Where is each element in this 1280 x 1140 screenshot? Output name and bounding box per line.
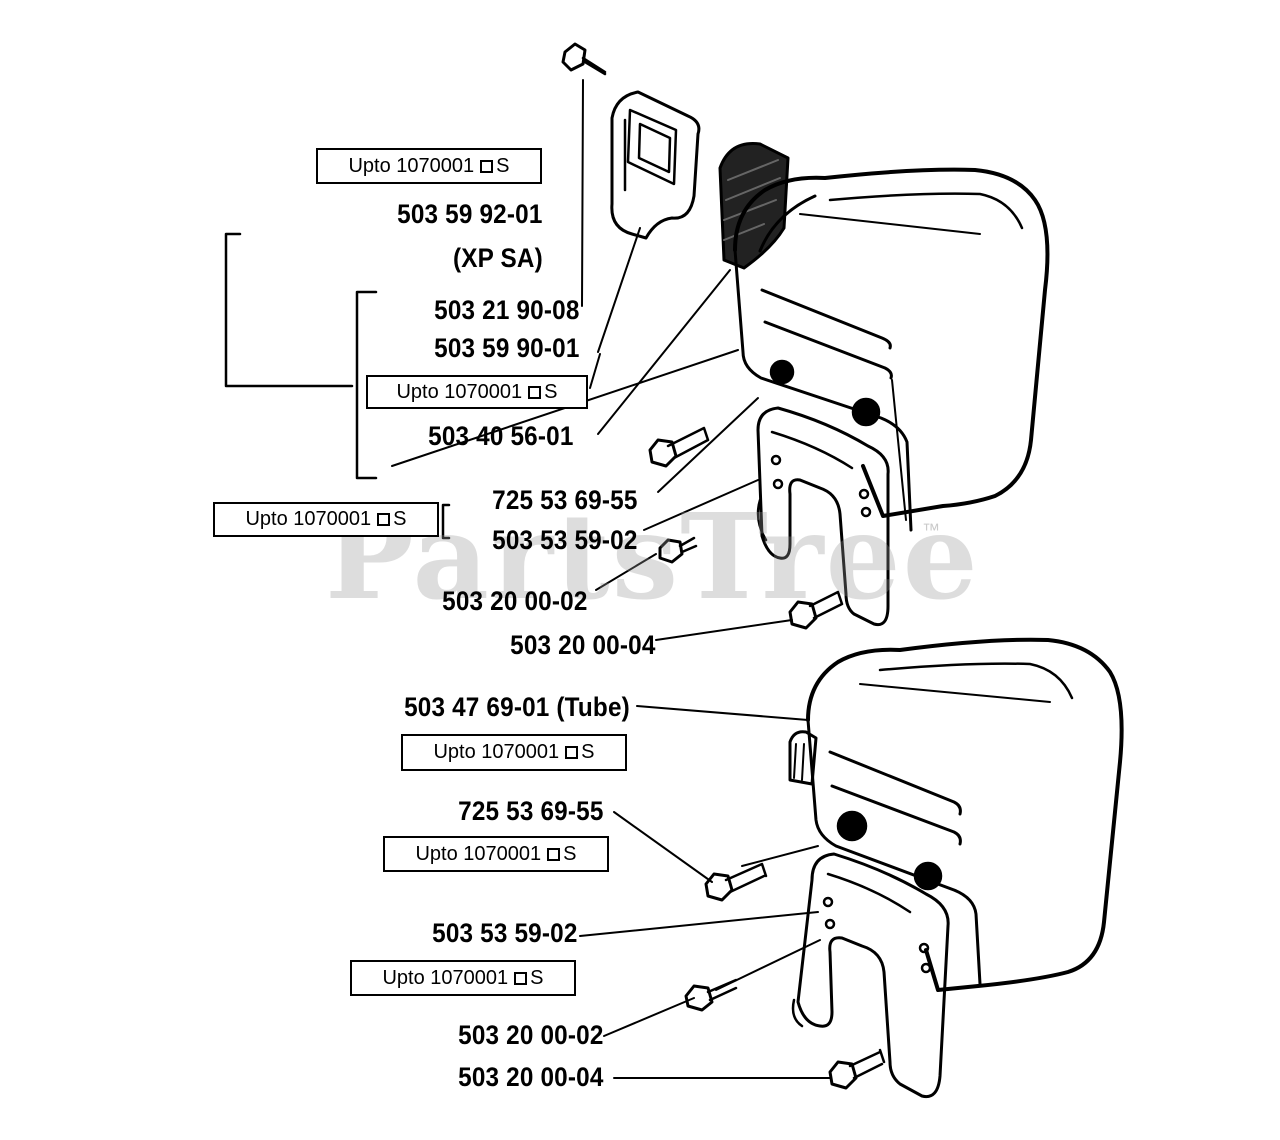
bracket-lower-icon — [791, 852, 950, 1099]
checkbox-square-icon — [565, 746, 579, 759]
muffler-upper-icon — [733, 167, 1050, 532]
muffler-lower-icon — [788, 637, 1124, 992]
trademark-symbol: ™ — [922, 520, 940, 540]
part-503-40-56-01: 503 40 56-01 — [428, 421, 574, 451]
part-725-53-69-55-upper: 725 53 69-55 — [492, 485, 638, 515]
checkbox-square-icon — [547, 847, 561, 861]
bolt-725-lower-icon — [704, 862, 768, 902]
gasket-plate-icon — [610, 90, 701, 240]
part-503-20-00-04-lower: 503 20 00-04 — [458, 1062, 604, 1092]
bolt-503-20-00-04-lower-icon — [828, 1048, 886, 1090]
part-503-20-00-04-upper: 503 20 00-04 — [510, 630, 656, 660]
bolt-503-20-00-02-icon — [658, 536, 698, 564]
bolt-725-icon — [648, 426, 710, 468]
checkbox-square-icon — [480, 159, 494, 173]
part-503-21-90-08: 503 21 90-08 — [434, 295, 580, 325]
screw-small-icon — [561, 42, 607, 76]
checkbox-square-icon — [528, 385, 542, 399]
part-503-59-92-01: 503 59 92-01 — [397, 199, 543, 229]
part-503-47-69-01-tube: 503 47 69-01 (Tube) — [404, 692, 630, 722]
part-725-53-69-55-lower: 725 53 69-55 — [458, 796, 604, 826]
part-xp-sa: (XP SA) — [453, 243, 543, 273]
checkbox-square-icon — [514, 971, 528, 985]
bolt-503-20-00-04-icon — [788, 590, 844, 630]
checkbox-square-icon — [377, 513, 391, 526]
bracket-upper-icon — [756, 406, 890, 627]
part-503-53-59-02-lower: 503 53 59-02 — [432, 918, 578, 948]
part-503-53-59-02-upper: 503 53 59-02 — [492, 525, 638, 555]
part-503-20-00-02-lower: 503 20 00-02 — [458, 1020, 604, 1050]
spark-screen-icon — [718, 142, 790, 270]
part-503-59-90-01: 503 59 90-01 — [434, 333, 580, 363]
part-503-20-00-02-upper: 503 20 00-02 — [442, 586, 588, 616]
